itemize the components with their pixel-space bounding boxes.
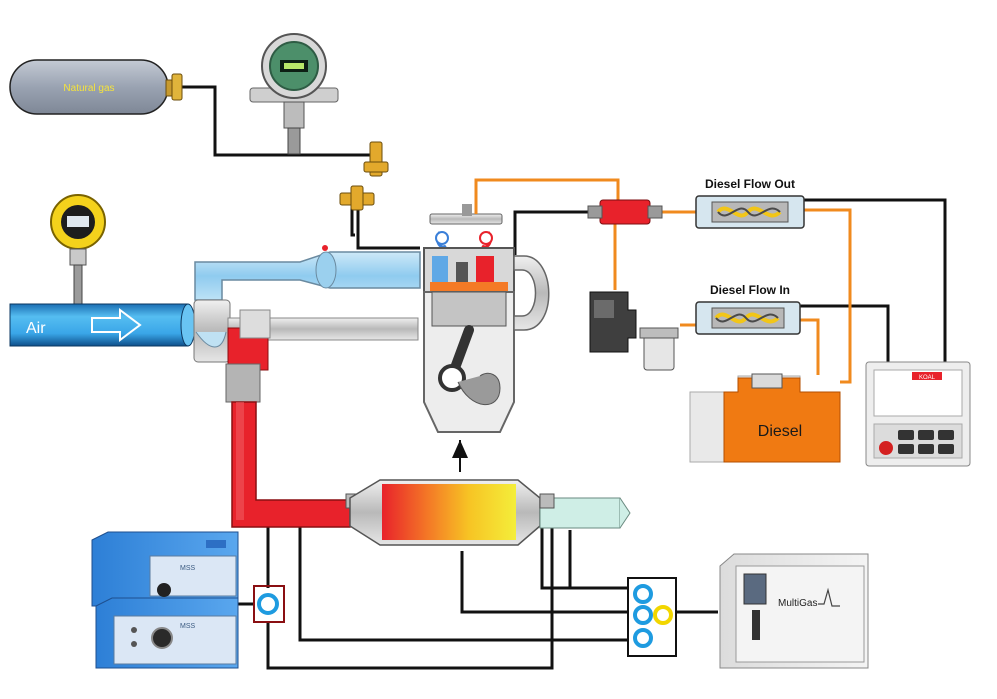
key-icon (938, 444, 954, 454)
natural-gas-label: Natural gas (63, 83, 114, 94)
dpf-out-sample-line (540, 525, 630, 590)
gas-feed-line (356, 210, 420, 250)
engine (423, 204, 550, 458)
engine-mount-icon (452, 440, 468, 458)
controller-brand-label: KOAL (919, 375, 936, 381)
signal-lines (180, 85, 947, 670)
crankshaft-icon (457, 372, 501, 405)
controller-unit: KOAL (865, 361, 971, 467)
bottom-loop-line (266, 525, 554, 670)
flow-out-signal (800, 198, 947, 362)
diesel-flow-in-meter: Diesel Flow In (695, 283, 801, 335)
flow-in-tank-line (800, 318, 820, 375)
piston-icon (431, 291, 507, 327)
flow-out-return-line (802, 208, 852, 384)
sample-ring-icon (633, 584, 653, 604)
mss-upper-label: MSS (180, 565, 196, 572)
diesel-tank: Diesel (689, 373, 841, 463)
gas-valves (339, 141, 389, 211)
particulate-filter (345, 479, 631, 546)
diesel-flow-in-label: Diesel Flow In (710, 283, 790, 297)
key-icon (918, 444, 934, 454)
air-arrow-icon (91, 308, 142, 342)
air-meter-stem-icon (73, 264, 83, 306)
combustion-chamber-icon (430, 282, 508, 292)
meter-stem-icon (287, 127, 301, 155)
air-pipe: Air (9, 303, 196, 347)
gas-flow-meter (249, 33, 339, 155)
turbo-exhaust (225, 309, 419, 403)
air-label: Air (26, 320, 46, 337)
sampling-port-left (253, 585, 285, 623)
diesel-flow-out-label: Diesel Flow Out (705, 177, 795, 191)
exhaust-pipe (231, 401, 351, 528)
sample-ring-icon (257, 593, 279, 615)
rail-return-line (474, 178, 620, 214)
multigas-analyzer: MultiGas (719, 553, 869, 669)
key-icon (898, 444, 914, 454)
key-icon (918, 430, 934, 440)
injector-return-line (513, 210, 605, 255)
mss-lower-label: MSS (180, 623, 196, 630)
diesel-label: Diesel (758, 423, 802, 440)
diesel-pump (587, 199, 679, 371)
air-flow-meter (50, 194, 106, 306)
dpf-mid-sample-line (460, 551, 628, 614)
mss-analyzer: MSS MSS (91, 531, 239, 669)
exhaust-sample-line-2 (298, 527, 628, 642)
key-icon (898, 430, 914, 440)
intake-manifold (193, 245, 421, 363)
intake-valve-icon (435, 231, 449, 245)
sample-ring-icon (633, 605, 653, 625)
diesel-flow-out-meter: Diesel Flow Out (695, 177, 805, 229)
tank-valve-icon (171, 73, 183, 101)
multigas-label: MultiGas (778, 598, 817, 609)
sample-ring-icon (633, 628, 653, 648)
exhaust-valve-icon (479, 231, 493, 245)
natural-gas-tank: Natural gas (9, 59, 183, 115)
spectrum-icon (818, 587, 840, 607)
stop-button-icon (879, 441, 893, 455)
flow-in-signal (798, 304, 890, 362)
key-icon (938, 430, 954, 440)
sampling-manifold-right (627, 577, 677, 657)
sample-ring-alt-icon (653, 605, 673, 625)
